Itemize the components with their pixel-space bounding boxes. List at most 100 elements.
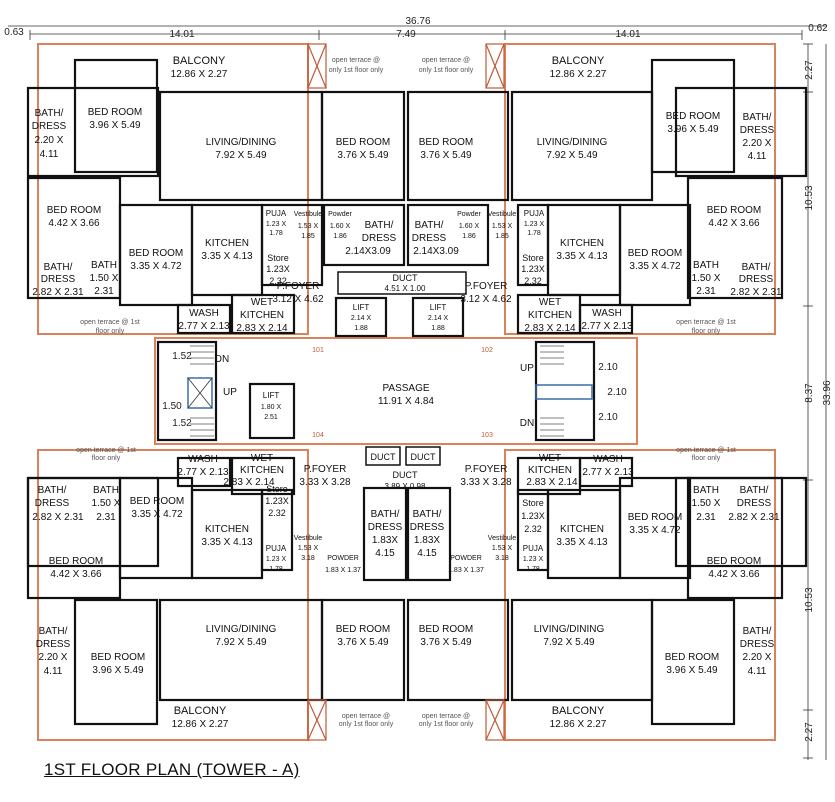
bedroom-tr-1: BED ROOM [666, 111, 720, 122]
powder-dim-tr: 1.60 X [459, 223, 480, 230]
lift-mid-dim: 1.80 X [261, 404, 282, 411]
wash-tl: WASH [189, 308, 219, 319]
bdc-dim2-br: 4.15 [417, 548, 437, 559]
kitchen-dim-tl: 3.35 X 4.13 [201, 251, 253, 262]
dim-right-c: 8.37 [804, 383, 815, 403]
dress-c-tl: DRESS [362, 233, 397, 244]
terrace-sub-br: only 1st floor only [419, 721, 474, 728]
bd-dim-br-b: 2.82 X 2.31 [728, 512, 780, 523]
bedroom-dim-bl-2: 3.76 X 5.49 [337, 637, 389, 648]
bedroom-tr-3: BED ROOM [707, 205, 761, 216]
puja-dim2-bl: 1.78 [269, 566, 283, 573]
balcony-label-bl: BALCONY [174, 705, 227, 717]
bath-dress-c-bl: BATH/ [371, 509, 400, 520]
bedroom-bl-4: BED ROOM [130, 496, 184, 507]
bedroom-dim-br-2: 3.76 X 5.49 [420, 637, 472, 648]
terrace-label-br: open terrace @ [422, 713, 470, 720]
terrace-side-sub-tl: floor only [96, 328, 125, 335]
top-dimensions [8, 25, 826, 40]
right-dimensions [803, 43, 827, 760]
kitchen-dim-br: 3.35 X 4.13 [556, 537, 608, 548]
wet-kitchen-tl: KITCHEN [240, 310, 284, 321]
bd-dim2-tr-a: 4.11 [748, 151, 767, 162]
terrace-sub-bl: only 1st floor only [339, 721, 394, 728]
stair-dim-a: 1.52 [172, 351, 192, 362]
dress-br-a: DRESS [740, 639, 775, 650]
dress-br-b: DRESS [737, 498, 772, 509]
bd-dim-tr-b: 2.82 X 2.31 [730, 287, 782, 298]
vest-dim-bl: 1.53 X [298, 545, 319, 552]
kitchen-tr: KITCHEN [560, 238, 604, 249]
bd-dim2-bl-a: 4.11 [44, 666, 63, 677]
flat-104: 104 [312, 432, 324, 439]
puja-dim2-tl: 1.78 [269, 230, 283, 237]
living-dim-tr: 7.92 X 5.49 [546, 150, 598, 161]
bedroom-tl-1: BED ROOM [88, 107, 142, 118]
store-br: Store [522, 498, 544, 508]
wet-kitchen-bl: KITCHEN [240, 465, 284, 476]
duct-top: DUCT [393, 273, 418, 283]
balcony-dim-tl: 12.86 X 2.27 [171, 69, 228, 80]
vest-dim2-tl: 1.85 [301, 233, 315, 240]
dress-tl-a: DRESS [32, 121, 67, 132]
vest-dim2-tr: 1.85 [495, 233, 509, 240]
stair-up-left: UP [223, 387, 237, 398]
vest-dim3-bl: 3.18 [301, 555, 315, 562]
puja-tr: PUJA [524, 209, 545, 218]
bedroom-bl-2: BED ROOM [336, 624, 390, 635]
living-dim-br: 7.92 X 5.49 [543, 637, 595, 648]
bedroom-tl-2: BED ROOM [336, 137, 390, 148]
terrace-side-bl: open terrace @ 1st [76, 447, 136, 454]
stair-dim-d: 2.10 [598, 362, 618, 373]
bdc-dim-bl: 1.83X [372, 535, 398, 546]
powder-tl: Powder [328, 211, 352, 218]
bath-dress-c-br: BATH/ [413, 509, 442, 520]
bd-dim-bl-a: 2.20 X [39, 652, 68, 663]
bedroom-dim-bl-1: 3.96 X 5.49 [92, 665, 144, 676]
stair-dn-left: DN [215, 354, 229, 365]
plan-title: 1ST FLOOR PLAN (TOWER - A) [44, 760, 300, 779]
wet-kitchen-tr: KITCHEN [528, 310, 572, 321]
bath-tl: BATH [91, 260, 117, 271]
dim-right-offset: 0.62 [808, 23, 828, 34]
dim-right-b: 10.53 [804, 185, 815, 210]
bath-dress-bl-b: BATH/ [38, 485, 67, 496]
bd-dim-tl-a: 2.20 X [35, 135, 64, 146]
store-dim2-tl: 2.32 [269, 276, 287, 286]
puja-dim2-br: 1.78 [526, 566, 540, 573]
lift-dim2-tl: 1.88 [354, 325, 368, 332]
bedroom-tr-2: BED ROOM [419, 137, 473, 148]
bedroom-tl-4: BED ROOM [129, 248, 183, 259]
lift-tr: LIFT [430, 303, 447, 312]
puja-br: PUJA [523, 544, 544, 553]
terrace-sub-tl: only 1st floor only [329, 67, 384, 74]
bath-dim-tl: 1.50 X [90, 273, 119, 284]
bath-dress-c-tl: BATH/ [365, 220, 394, 231]
balcony-label-br: BALCONY [552, 705, 605, 717]
bedroom-dim-br-4: 3.35 X 4.72 [629, 525, 681, 536]
terrace-side-sub-tr: floor only [692, 328, 721, 335]
bedroom-dim-tl-1: 3.96 X 5.49 [89, 120, 141, 131]
duct-bot-dim: 3.89 X 0.98 [385, 482, 426, 491]
bedroom-dim-bl-3: 4.42 X 3.66 [50, 569, 102, 580]
balcony-label-tl: BALCONY [173, 55, 226, 67]
dress-c-bl: DRESS [368, 522, 403, 533]
terrace-sub-tr: only 1st floor only [419, 67, 474, 74]
bath-dim2-bl: 2.31 [96, 512, 116, 523]
foyer-dim-tl: 3.12 X 4.62 [272, 294, 324, 305]
balcony-label-tr: BALCONY [552, 55, 605, 67]
kitchen-br: KITCHEN [560, 524, 604, 535]
duct-bot: DUCT [393, 470, 418, 480]
powder-bl: POWDER [327, 555, 359, 562]
bath-dim-br: 1.50 X [692, 498, 721, 509]
wet-bl: WET [251, 453, 273, 464]
puja-dim-br: 1.23 X [523, 556, 544, 563]
foyer-tl: P.FOYER [277, 281, 320, 292]
terrace-side-br: open terrace @ 1st [676, 447, 736, 454]
foyer-tr: P.FOYER [465, 281, 508, 292]
dress-c-br: DRESS [410, 522, 445, 533]
bedroom-dim-tr-1: 3.96 X 5.49 [667, 124, 719, 135]
bedroom-dim-tr-3: 4.42 X 3.66 [708, 218, 760, 229]
stair-dn-right: DN [520, 418, 534, 429]
bedroom-dim-bl-4: 3.35 X 4.72 [131, 509, 183, 520]
